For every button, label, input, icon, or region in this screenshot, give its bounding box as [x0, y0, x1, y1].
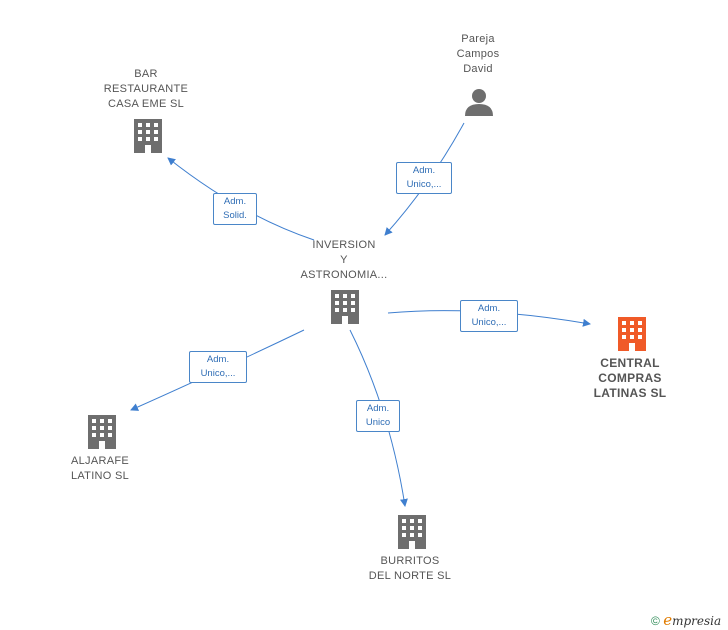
- brand-logo-e: e: [663, 611, 673, 629]
- node-label-line: COMPRAS: [598, 371, 662, 385]
- footer-branding: © empresia: [651, 611, 721, 629]
- edge-label-adm-solid: Adm. Solid.: [213, 193, 257, 225]
- building-icon: [331, 290, 359, 324]
- node-label-line: David: [463, 63, 493, 75]
- node-label-line: BURRITOS: [380, 555, 440, 567]
- person-icon: [465, 89, 493, 116]
- node-label-pareja-campos[interactable]: Pareja Campos David: [440, 32, 516, 77]
- building-icon: [134, 119, 162, 153]
- node-label-burritos[interactable]: BURRITOS DEL NORTE SL: [360, 554, 460, 584]
- edge-label-line: Unico,...: [471, 317, 507, 328]
- node-label-inversion[interactable]: INVERSION Y ASTRONOMIA...: [292, 238, 396, 283]
- node-label-line: CASA EME SL: [107, 98, 185, 110]
- node-label-bar-restaurante[interactable]: BAR RESTAURANTE CASA EME SL: [96, 67, 196, 112]
- edge-label-line: Adm.: [223, 196, 247, 207]
- edge-label-line: Solid.: [223, 210, 247, 221]
- building-icon-highlighted: [618, 317, 646, 351]
- node-label-aljarafe[interactable]: ALJARAFE LATINO SL: [55, 454, 145, 484]
- node-label-line: INVERSION: [312, 239, 376, 251]
- edge-label-adm-unico-central: Adm. Unico,...: [460, 300, 518, 332]
- building-icon: [88, 415, 116, 449]
- node-label-line: CENTRAL: [600, 356, 660, 370]
- edge-label-adm-unico-pareja: Adm. Unico,...: [396, 162, 452, 194]
- edge-label-line: Unico,...: [406, 179, 442, 190]
- edge-label-line: Adm.: [412, 165, 436, 176]
- node-label-central-compras[interactable]: CENTRAL COMPRAS LATINAS SL: [580, 356, 680, 401]
- node-label-line: BAR: [134, 68, 158, 80]
- edge-label-adm-unico-aljarafe: Adm. Unico,...: [189, 351, 247, 383]
- edge-label-line: Adm.: [477, 303, 501, 314]
- node-label-line: LATINO SL: [70, 470, 130, 482]
- brand-logo: empresia: [663, 611, 722, 629]
- node-label-line: Pareja: [461, 33, 495, 45]
- brand-logo-text: mpresia: [672, 614, 722, 628]
- copyright-icon: ©: [651, 614, 660, 628]
- building-icon: [398, 515, 426, 549]
- node-label-line: DEL NORTE SL: [368, 570, 452, 582]
- node-label-line: Y: [340, 254, 348, 266]
- node-label-line: RESTAURANTE: [103, 83, 189, 95]
- node-label-line: ASTRONOMIA...: [300, 269, 388, 281]
- edge-label-line: Unico: [365, 417, 391, 428]
- edge-label-line: Adm.: [366, 403, 390, 414]
- edge-label-adm-unico-burritos: Adm. Unico: [356, 400, 400, 432]
- edge-label-line: Unico,...: [200, 368, 236, 379]
- edge-label-line: Adm.: [206, 354, 230, 365]
- node-label-line: LATINAS SL: [593, 386, 667, 400]
- node-label-line: ALJARAFE: [70, 455, 130, 467]
- node-label-line: Campos: [456, 48, 500, 60]
